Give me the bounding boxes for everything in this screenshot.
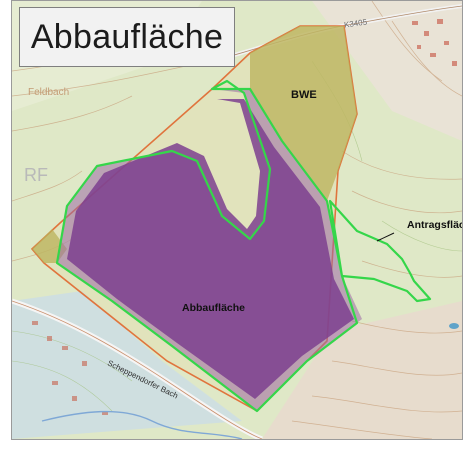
bwe-label: BWE <box>291 89 317 101</box>
abbauflaeche-label: Abbaufläche <box>182 302 246 314</box>
application-area <box>55 79 432 413</box>
topographic-map <box>12 1 462 439</box>
title-box: Abbaufläche <box>19 7 235 67</box>
edge-label: RF <box>24 165 48 185</box>
place-label: Feldbach <box>28 87 70 98</box>
label-leader <box>376 232 395 242</box>
map-title: Abbaufläche <box>30 17 224 56</box>
antragsflaeche-label: Antragsfläche <box>407 219 462 231</box>
settlement-buildings <box>412 19 457 66</box>
terrain-patch <box>262 301 462 439</box>
extraction-area <box>67 99 354 399</box>
bwe-area <box>250 26 357 201</box>
map-frame: K3405 Scheppendorfer Bach Feldbach RF BW… <box>11 0 463 440</box>
road <box>12 300 263 439</box>
settlement-buildings <box>32 321 108 415</box>
stream <box>41 410 243 439</box>
pond <box>449 323 459 329</box>
terrain-patch <box>12 291 242 439</box>
